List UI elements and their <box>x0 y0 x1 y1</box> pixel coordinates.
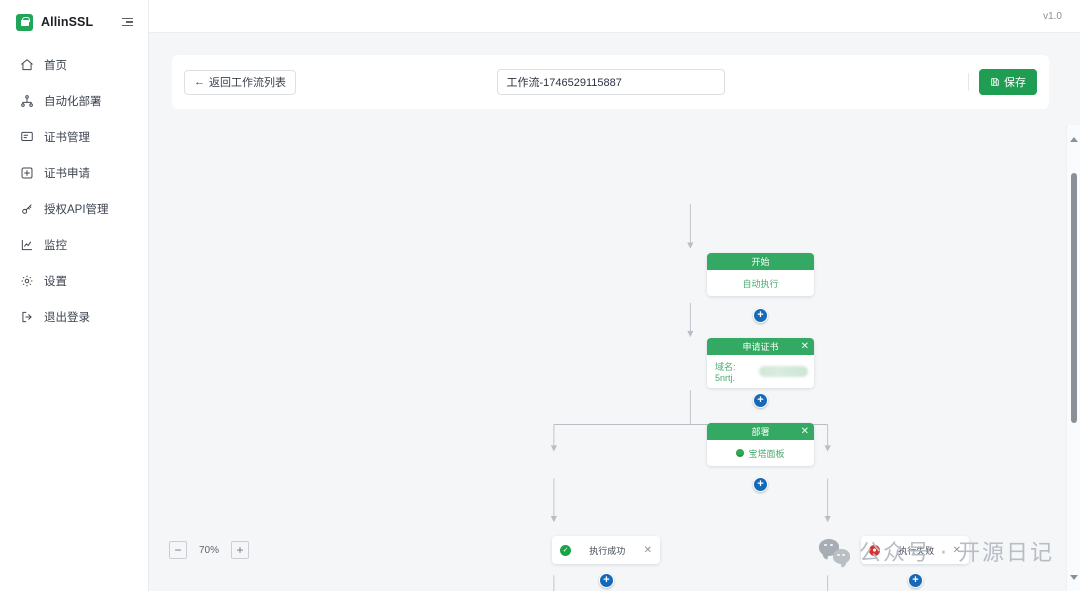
sitemap-icon <box>20 94 34 108</box>
work-area: ← 返回工作流列表 保存 <box>149 33 1080 591</box>
zoom-controls: − 70% + <box>169 541 250 559</box>
add-node-button[interactable]: + <box>908 573 923 588</box>
plus-square-icon <box>20 166 34 180</box>
save-button-label: 保存 <box>1004 77 1026 89</box>
zoom-out-button[interactable]: − <box>169 541 187 559</box>
scroll-up-arrow-icon[interactable] <box>1067 132 1080 146</box>
sidebar-item-label: 退出登录 <box>44 312 90 324</box>
sidebar-item-cert-manage[interactable]: 证书管理 <box>0 119 148 155</box>
flow-node-apply-cert[interactable]: 申请证书 ✕ 域名: 5nrtj. <box>707 338 814 388</box>
add-node-button[interactable]: + <box>753 477 768 492</box>
brand-name: AllinSSL <box>41 15 94 29</box>
save-disk-icon <box>991 78 999 86</box>
sidebar-item-cert-apply[interactable]: 证书申请 <box>0 155 148 191</box>
node-body: 宝塔面板 <box>707 440 814 466</box>
node-body: 域名: 5nrtj. <box>707 355 814 388</box>
sidebar-nav: 首页 自动化部署 证书管理 证书申请 <box>0 47 148 335</box>
flow-graph: 开始 自动执行 + 申请证书 ✕ <box>149 125 1066 591</box>
scroll-down-arrow-icon[interactable] <box>1067 570 1080 584</box>
back-button-label: 返回工作流列表 <box>209 77 286 89</box>
sidebar: AllinSSL 首页 自动化部署 <box>0 0 149 591</box>
zoom-level-label: 70% <box>199 544 220 556</box>
node-header: 申请证书 ✕ <box>707 338 814 355</box>
plus-glyph: + <box>757 477 764 490</box>
save-button[interactable]: 保存 <box>979 69 1037 95</box>
sidebar-item-monitor[interactable]: 监控 <box>0 227 148 263</box>
top-bar: v1.0 <box>149 0 1080 33</box>
gear-icon <box>20 274 34 288</box>
workflow-name-input[interactable] <box>496 69 725 95</box>
close-icon[interactable]: ✕ <box>800 425 809 437</box>
zoom-in-button[interactable]: + <box>231 541 250 559</box>
sidebar-item-logout[interactable]: 退出登录 <box>0 299 148 335</box>
collapse-menu-icon[interactable] <box>122 15 136 29</box>
flow-node-branch-success[interactable]: ✓ 执行成功 ✕ <box>552 536 660 564</box>
back-arrow-icon: ← <box>194 76 205 88</box>
redacted-domain <box>759 366 808 377</box>
main-area: v1.0 ← 返回工作流列表 保存 <box>149 0 1080 591</box>
sidebar-item-label: 监控 <box>44 240 67 252</box>
close-icon[interactable]: ✕ <box>952 544 961 556</box>
workflow-toolbar: ← 返回工作流列表 保存 <box>172 55 1049 109</box>
toolbar-divider <box>968 73 969 91</box>
monitor-icon <box>20 238 34 252</box>
add-node-button[interactable]: + <box>599 573 614 588</box>
success-check-icon: ✓ <box>560 544 571 556</box>
version-label: v1.0 <box>1043 10 1062 22</box>
sidebar-item-label: 证书管理 <box>44 132 90 144</box>
node-header: 开始 <box>707 253 814 270</box>
allinssl-logo-icon <box>16 13 33 31</box>
canvas-vertical-scrollbar[interactable] <box>1066 125 1080 591</box>
sidebar-item-home[interactable]: 首页 <box>0 47 148 83</box>
node-body-text: 自动执行 <box>742 278 779 289</box>
flow-connectors <box>550 204 831 591</box>
sidebar-item-label: 首页 <box>44 60 67 72</box>
certificate-icon <box>20 130 34 144</box>
node-body: 自动执行 <box>707 270 814 296</box>
sidebar-item-api-auth[interactable]: 授权API管理 <box>0 191 148 227</box>
toolbar-right-group: 保存 <box>968 69 1037 95</box>
node-title: 开始 <box>751 257 770 267</box>
bt-panel-icon <box>736 449 745 457</box>
add-node-button[interactable]: + <box>753 393 768 408</box>
brand: AllinSSL <box>0 6 148 38</box>
node-title: 执行成功 <box>589 545 626 556</box>
plus-glyph: + <box>757 393 764 406</box>
plus-glyph: + <box>603 573 610 586</box>
flow-node-deploy[interactable]: 部署 ✕ 宝塔面板 <box>707 423 814 466</box>
back-to-workflow-list-button[interactable]: ← 返回工作流列表 <box>184 69 296 95</box>
sidebar-item-auto-deploy[interactable]: 自动化部署 <box>0 83 148 119</box>
node-title: 部署 <box>751 427 770 437</box>
sidebar-item-label: 授权API管理 <box>44 204 109 216</box>
close-icon[interactable]: ✕ <box>800 340 809 352</box>
home-icon <box>20 58 34 72</box>
flow-node-start[interactable]: 开始 自动执行 <box>707 253 814 296</box>
scrollbar-thumb[interactable] <box>1071 173 1077 423</box>
sidebar-item-settings[interactable]: 设置 <box>0 263 148 299</box>
logout-icon <box>20 310 34 324</box>
fail-circle-icon: ● <box>869 544 880 556</box>
flow-canvas[interactable]: 开始 自动执行 + 申请证书 ✕ <box>149 125 1066 591</box>
sidebar-item-label: 自动化部署 <box>44 96 102 108</box>
node-header: 部署 ✕ <box>707 423 814 440</box>
node-domain-text: 域名: 5nrtj. <box>715 362 736 383</box>
plus-glyph: + <box>757 308 764 321</box>
node-title: 执行失败 <box>898 545 935 556</box>
flow-node-branch-fail[interactable]: ● 执行失败 ✕ <box>861 536 969 564</box>
sidebar-item-label: 设置 <box>44 276 67 288</box>
add-node-button[interactable]: + <box>753 308 768 323</box>
key-icon <box>20 202 34 216</box>
node-title: 申请证书 <box>742 342 779 352</box>
plus-glyph: + <box>912 573 919 586</box>
sidebar-item-label: 证书申请 <box>44 168 90 180</box>
node-body-text: 宝塔面板 <box>748 448 785 459</box>
close-icon[interactable]: ✕ <box>643 544 652 556</box>
